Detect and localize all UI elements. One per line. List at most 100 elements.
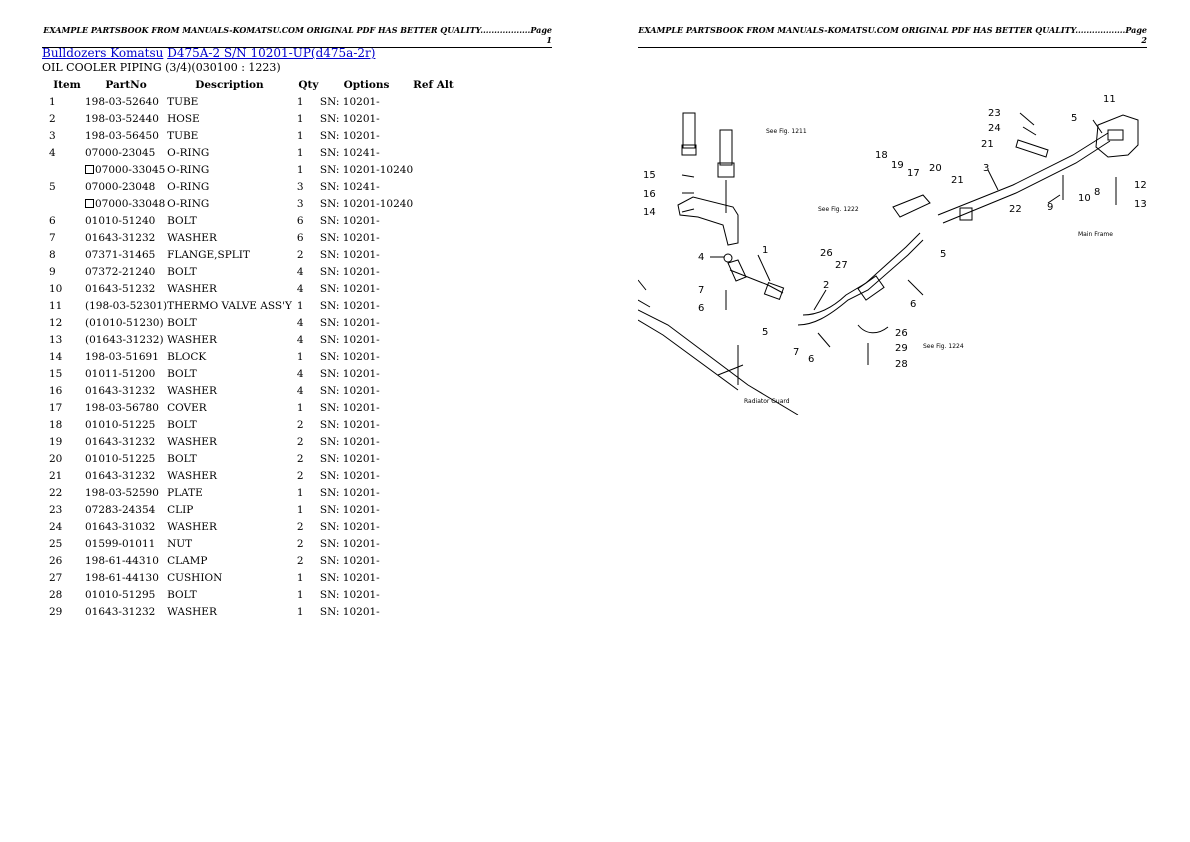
callout-7-lower: 7 — [793, 347, 799, 358]
cell-description-text: O-RING — [167, 197, 210, 210]
cell-ref-alt — [413, 518, 454, 535]
cell-options: SN: 10201- — [320, 229, 413, 246]
cell-description-text: THERMO VALVE ASS'Y — [167, 299, 292, 312]
callout-11: 11 — [1103, 94, 1116, 105]
cell-description-text: BOLT — [167, 418, 197, 431]
cell-options: SN: 10201- — [320, 569, 413, 586]
leader-1 — [757, 254, 771, 282]
oring-4 — [723, 253, 733, 263]
cell-description-text: BOLT — [167, 316, 197, 329]
breadcrumb-link-model[interactable]: D475A-2 S/N 10201-UP(d475a-2r) — [167, 46, 376, 60]
cell-item: 26 — [42, 552, 85, 569]
cell-qty: 1 — [292, 297, 320, 314]
cell-description: HOSE — [167, 110, 292, 127]
cell-qty: 2 — [292, 467, 320, 484]
cell-partno: 01643-31232 — [85, 467, 167, 484]
cell-item-text: 24 — [49, 520, 63, 533]
cell-partno-text: 198-03-56780 — [85, 401, 159, 414]
cell-partno-text: 07371-31465 — [85, 248, 156, 261]
cell-options-text: SN: 10201- — [319, 588, 380, 601]
clamp-26 — [857, 275, 885, 301]
cell-item: 8 — [42, 246, 85, 263]
cell-qty-text: 1 — [296, 588, 304, 601]
cell-description: BOLT — [167, 416, 292, 433]
cell-options-text: SN: 10201- — [319, 418, 380, 431]
cell-partno: 01010-51240 — [85, 212, 167, 229]
block-14-shape — [677, 196, 739, 246]
cell-description-text: WASHER — [167, 282, 217, 295]
cell-options-text: SN: 10201- — [319, 435, 380, 448]
cell-options: SN: 10201- — [320, 263, 413, 280]
cell-description: O-RING — [167, 195, 292, 212]
cell-description-text: WASHER — [167, 605, 217, 618]
cell-partno: 198-61-44130 — [85, 569, 167, 586]
cell-description: O-RING — [167, 178, 292, 195]
cell-ref-alt — [413, 467, 454, 484]
callout-25: 24 — [988, 123, 1001, 134]
radiator-guard-inner — [638, 319, 739, 391]
cell-description-text: BOLT — [167, 452, 197, 465]
cell-description: WASHER — [167, 433, 292, 450]
callout-8: 8 — [1094, 187, 1100, 198]
cell-partno-text: 07000-23048 — [85, 180, 156, 193]
cell-ref-alt — [413, 178, 454, 195]
cell-item: 11 — [42, 297, 85, 314]
cell-partno: 07000-33048 — [85, 195, 167, 212]
cell-partno-text: (198-03-52301) — [85, 299, 168, 312]
cell-ref-alt — [413, 603, 454, 620]
cell-partno: 01643-31032 — [85, 518, 167, 535]
cell-item-text: 11 — [49, 299, 63, 312]
cell-partno: (01643-31232) — [85, 331, 167, 348]
cell-partno-text: (01643-31232) — [85, 333, 164, 346]
cell-options-text: SN: 10201- — [319, 486, 380, 499]
cell-partno: 198-61-44310 — [85, 552, 167, 569]
cell-options: SN: 10201- — [320, 603, 413, 620]
cell-item-text: 8 — [49, 248, 56, 261]
cell-description: WASHER — [167, 280, 292, 297]
cell-options-text: SN: 10201- — [319, 248, 380, 261]
cell-options: SN: 10201- — [320, 127, 413, 144]
cell-qty-text: 1 — [296, 146, 304, 159]
ref-fig-1222: See Fig. 1222 — [818, 206, 859, 213]
cell-description: COVER — [167, 399, 292, 416]
cell-qty: 3 — [292, 178, 320, 195]
cell-ref-alt — [413, 450, 454, 467]
cell-ref-alt — [413, 110, 454, 127]
cell-item: 6 — [42, 212, 85, 229]
cell-description-text: TUBE — [167, 95, 199, 108]
cell-partno: (198-03-52301) — [85, 297, 167, 314]
substitute-checkbox-icon — [85, 198, 94, 208]
cell-item-text: 26 — [49, 554, 63, 567]
cell-item: 20 — [42, 450, 85, 467]
cell-partno-text: 01643-31232 — [85, 384, 156, 397]
cell-options-text: SN: 10201- — [319, 316, 380, 329]
cell-description: BLOCK — [167, 348, 292, 365]
hose-fitting-left — [681, 144, 697, 156]
cell-qty-text: 1 — [296, 350, 304, 363]
cell-qty-text: 2 — [296, 520, 304, 533]
cell-qty: 6 — [292, 212, 320, 229]
cell-partno: 07283-24354 — [85, 501, 167, 518]
callout-2: 2 — [823, 280, 829, 291]
cell-description-text: HOSE — [167, 112, 200, 125]
page-title: OIL COOLER PIPING (3/4)(030100 : 1223) — [42, 61, 281, 74]
cell-options-text: SN: 10201- — [319, 299, 380, 312]
cell-partno: (01010-51230) — [85, 314, 167, 331]
cell-partno: 198-03-52640 — [85, 93, 167, 110]
callout-3: 3 — [983, 163, 989, 174]
cell-ref-alt — [413, 552, 454, 569]
cell-item: 12 — [42, 314, 85, 331]
breadcrumb-link-category[interactable]: Bulldozers Komatsu — [42, 46, 164, 60]
cell-description: CUSHION — [167, 569, 292, 586]
cell-partno-text: 01643-31232 — [85, 469, 156, 482]
cell-options-text: SN: 10201- — [319, 503, 380, 516]
cell-item: 19 — [42, 433, 85, 450]
cell-qty: 4 — [292, 382, 320, 399]
cell-description-text: CLIP — [167, 503, 194, 516]
cell-partno: 01643-51232 — [85, 280, 167, 297]
